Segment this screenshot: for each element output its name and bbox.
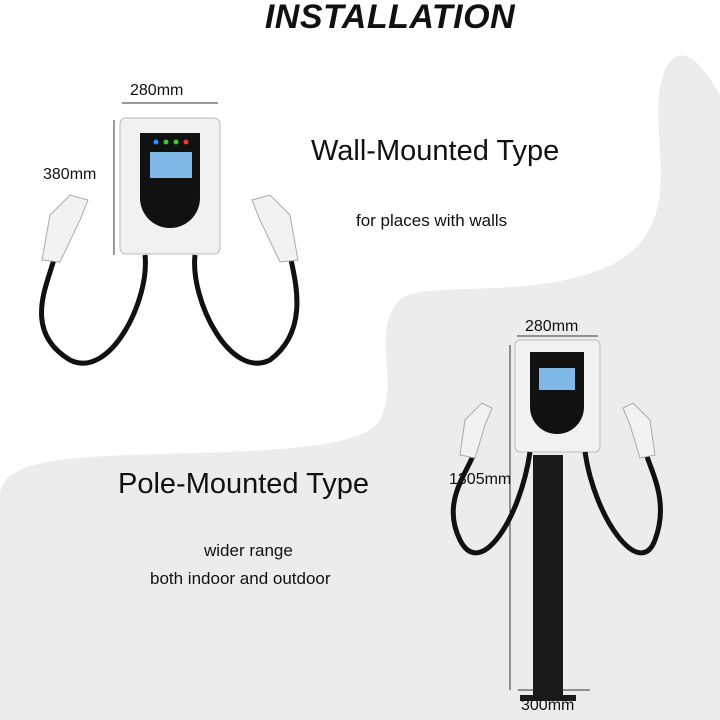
wall-mounted-description: for places with walls (356, 211, 508, 230)
pole-charger-illustration (450, 335, 663, 701)
wall-mounted-heading: Wall-Mounted Type (311, 135, 560, 167)
pole-height-label: 1305mm (449, 471, 512, 488)
wall-height-label: 380mm (43, 166, 97, 183)
pole-description-line-2: both indoor and outdoor (150, 569, 331, 588)
pole-mounted-heading: Pole-Mounted Type (118, 468, 369, 500)
pole-base-label: 300mm (521, 697, 575, 714)
wall-width-label: 280mm (130, 82, 184, 99)
pole-width-label: 280mm (525, 318, 579, 335)
page-title: INSTALLATION (264, 0, 516, 36)
wall-charger-illustration (39, 102, 300, 366)
pole-description-line-1: wider range (204, 541, 293, 560)
